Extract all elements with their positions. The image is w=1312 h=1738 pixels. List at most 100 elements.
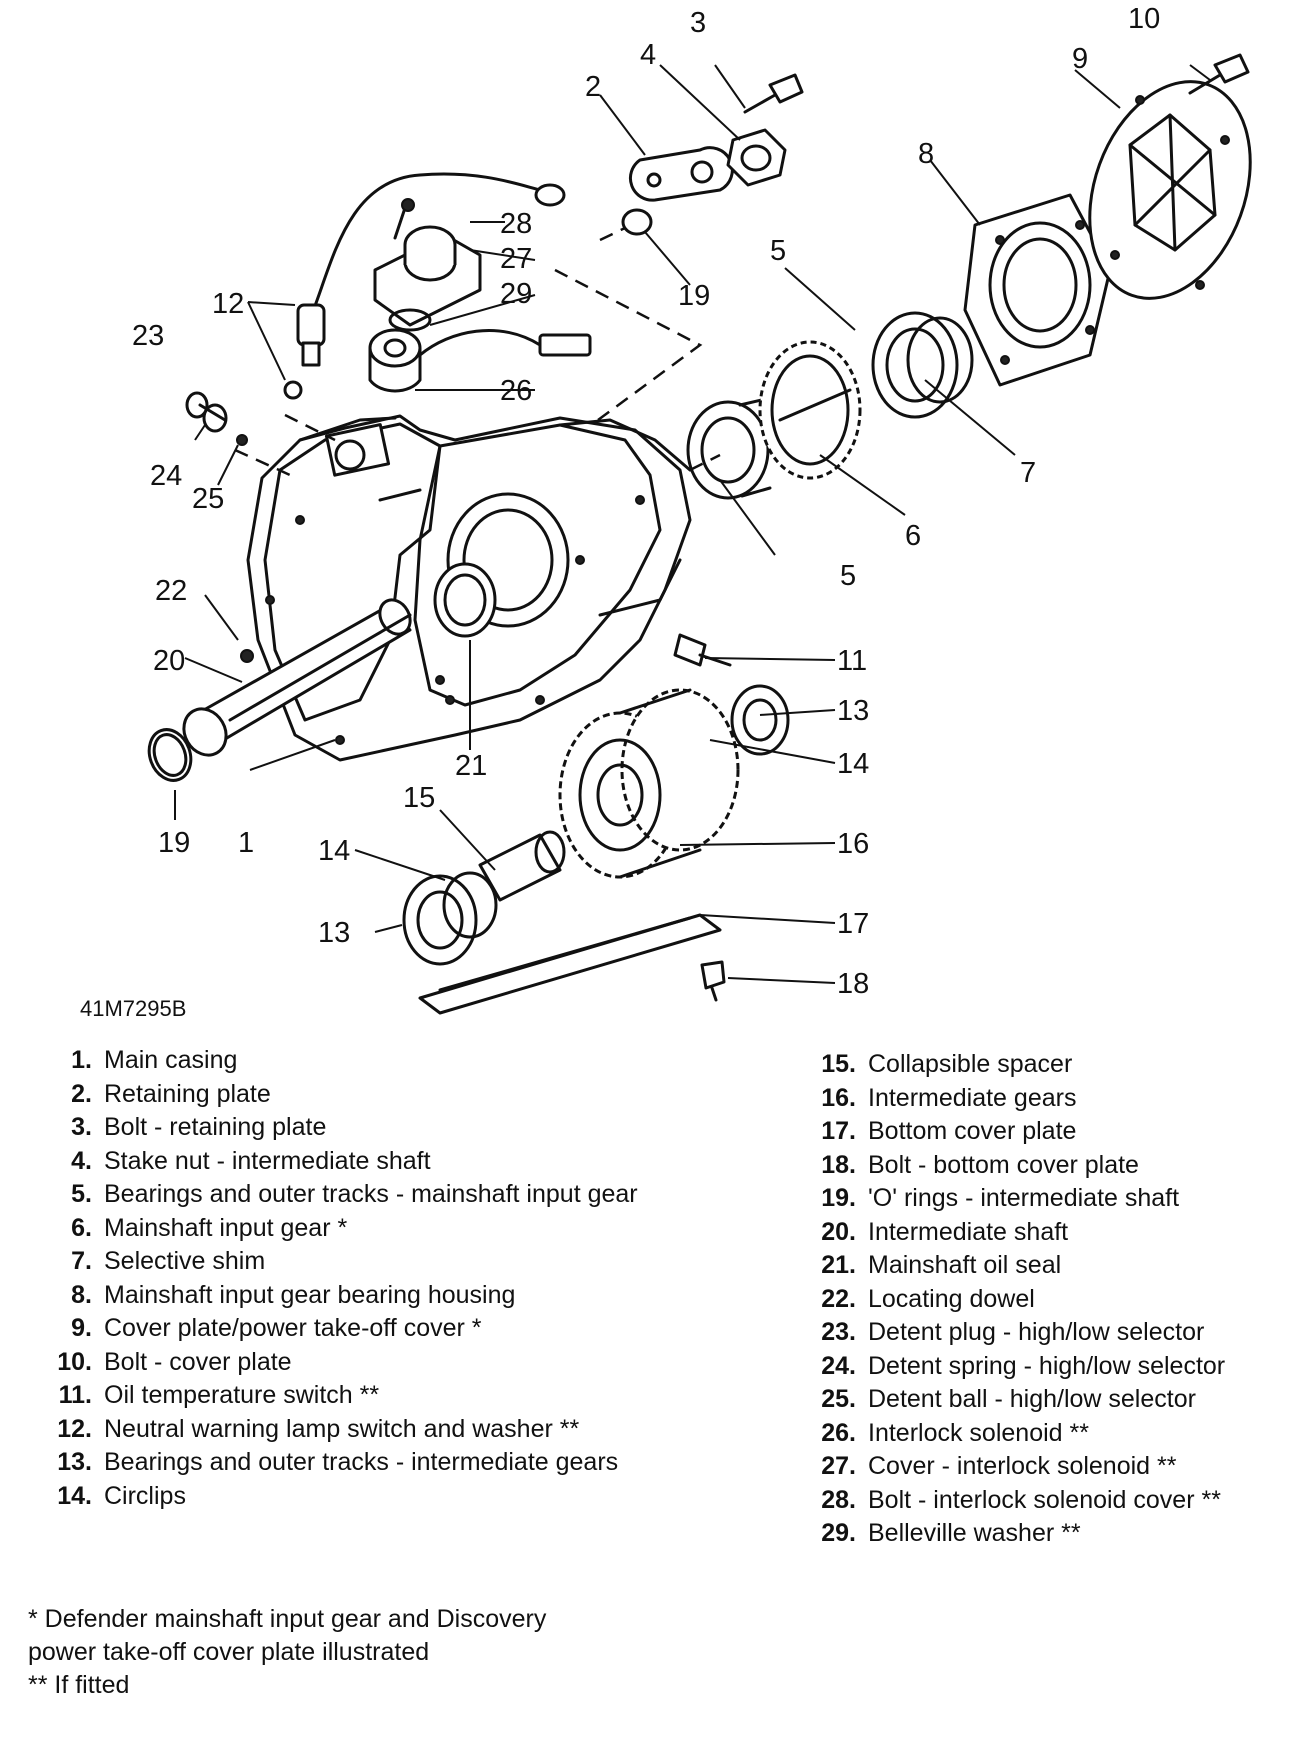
callout-13-right: 13 xyxy=(837,695,869,727)
callout-22: 22 xyxy=(155,575,187,607)
legend-text: Neutral warning lamp switch and washer *… xyxy=(104,1414,580,1443)
legend-item: 11.Oil temperature switch ** xyxy=(40,1379,664,1413)
legend-number: 16. xyxy=(821,1083,856,1112)
legend-text: Bolt - interlock solenoid cover ** xyxy=(868,1485,1221,1514)
intermediate-bearing-rear-drawing xyxy=(730,684,790,756)
parts-legend-right: 15.Collapsible spacer 16. Intermediate ge… xyxy=(800,1048,1225,1551)
legend-text: Interlock solenoid ** xyxy=(868,1418,1089,1447)
legend-text: Locating dowel xyxy=(868,1284,1035,1313)
callout-29: 29 xyxy=(500,278,532,310)
legend-number: 10. xyxy=(57,1347,92,1376)
cover-plate-bolt-drawing xyxy=(1188,53,1250,95)
legend-number: 28. xyxy=(821,1485,856,1514)
legend-item: 15.Collapsible spacer xyxy=(800,1048,1225,1082)
legend-text: Retaining plate xyxy=(104,1079,271,1108)
legend-number: 19. xyxy=(821,1184,856,1212)
legend-text: Detent plug - high/low selector xyxy=(868,1318,1205,1346)
legend-number: 18. xyxy=(821,1150,856,1179)
intermediate-bearing-front-drawing xyxy=(402,871,498,966)
callout-14-left: 14 xyxy=(318,835,350,867)
callout-18: 18 xyxy=(837,968,869,1000)
legend-item: 1.Main casing xyxy=(40,1044,664,1078)
legend-item: 10.Bolt - cover plate xyxy=(40,1346,664,1380)
legend-item: 27.Cover - interlock solenoid ** xyxy=(800,1450,1225,1484)
legend-item: 9.Cover plate/power take-off cover * xyxy=(40,1312,664,1346)
legend-item: 3. Bolt - retaining plate xyxy=(40,1111,664,1145)
o-ring-left-drawing xyxy=(147,728,193,782)
legend-number: 20. xyxy=(821,1217,856,1246)
legend-number: 15. xyxy=(821,1050,856,1078)
legend-text: Mainshaft input gear bearing housing xyxy=(104,1280,516,1309)
legend-text: Bottom cover plate xyxy=(868,1117,1077,1145)
mainshaft-bearing-front-drawing xyxy=(686,396,772,500)
callout-3: 3 xyxy=(690,7,706,39)
legend-text: Oil temperature switch ** xyxy=(104,1381,380,1409)
intermediate-shaft-drawing xyxy=(182,598,412,757)
legend-text: Mainshaft input gear * xyxy=(104,1213,348,1242)
footnote-line: power take-off cover plate illustrated xyxy=(28,1638,430,1666)
callout-17: 17 xyxy=(837,908,869,940)
callout-23: 23 xyxy=(132,320,164,352)
oil-temperature-switch-drawing xyxy=(673,633,732,667)
legend-number: 26. xyxy=(821,1418,856,1447)
legend-number: 27. xyxy=(821,1452,856,1480)
legend-text: Mainshaft oil seal xyxy=(868,1251,1062,1279)
legend-item: 4. Stake nut - intermediate shaft xyxy=(40,1145,664,1179)
legend-text: Detent spring - high/low selector xyxy=(868,1351,1226,1380)
legend-number: 22. xyxy=(821,1284,856,1313)
legend-number: 4. xyxy=(71,1146,92,1175)
legend-item: 17. Bottom cover plate xyxy=(800,1115,1225,1149)
legend-item: 13.Bearings and outer tracks - intermedi… xyxy=(40,1446,664,1480)
legend-number: 17. xyxy=(821,1117,856,1145)
callout-4: 4 xyxy=(640,39,656,71)
callout-13-left: 13 xyxy=(318,917,350,949)
legend-text: Stake nut - intermediate shaft xyxy=(104,1146,431,1175)
legend-text: Intermediate gears xyxy=(868,1083,1077,1112)
legend-number: 5. xyxy=(71,1180,92,1208)
o-ring-top-drawing xyxy=(621,208,653,236)
exploded-view-diagram: 1 2 3 4 5 5 6 7 8 9 10 11 12 13 13 14 14… xyxy=(80,3,1252,1021)
callout-6: 6 xyxy=(905,520,921,552)
callout-7: 7 xyxy=(1020,457,1036,489)
callout-11: 11 xyxy=(837,645,867,677)
legend-text: Intermediate shaft xyxy=(868,1217,1069,1246)
legend-text: Detent ball - high/low selector xyxy=(868,1385,1196,1413)
callout-28: 28 xyxy=(500,208,532,240)
legend-item: 12. Neutral warning lamp switch and washe… xyxy=(40,1413,664,1447)
legend-item: 22. Locating dowel xyxy=(800,1283,1225,1317)
legend-item: 6. Mainshaft input gear * xyxy=(40,1212,664,1246)
cover-plate-drawing xyxy=(1088,80,1252,300)
callout-2: 2 xyxy=(585,71,601,103)
mainshaft-oil-seal-drawing xyxy=(433,562,497,638)
legend-number: 6. xyxy=(71,1213,92,1242)
locating-dowel-drawing xyxy=(240,649,254,663)
callout-9: 9 xyxy=(1072,43,1088,75)
stake-nut-drawing xyxy=(726,128,787,187)
legend-item: 18.Bolt - bottom cover plate xyxy=(800,1149,1225,1183)
legend-number: 3. xyxy=(71,1113,92,1141)
callout-21: 21 xyxy=(455,750,487,782)
intermediate-gears-drawing xyxy=(558,688,740,879)
assembly-lines xyxy=(234,226,721,477)
callouts: 1 2 3 4 5 5 6 7 8 9 10 11 12 13 13 14 14… xyxy=(80,3,1160,1021)
footnote-line: * Defender mainshaft input gear and Disc… xyxy=(28,1605,547,1633)
legend-number: 2. xyxy=(71,1079,92,1108)
legend-item: 26. Interlock solenoid ** xyxy=(800,1417,1225,1451)
legend-item: 5.Bearings and outer tracks - mainshaft … xyxy=(40,1178,664,1212)
legend-item: 25.Detent ball - high/low selector xyxy=(800,1383,1225,1417)
callout-5-top: 5 xyxy=(770,235,786,267)
legend-item: 2. Retaining plate xyxy=(40,1078,664,1112)
legend-number: 21. xyxy=(821,1251,856,1279)
mainshaft-bearing-rear-drawing xyxy=(871,311,959,419)
legend-text: Bolt - retaining plate xyxy=(104,1113,327,1141)
legend-number: 8. xyxy=(71,1280,92,1309)
callout-19-left: 19 xyxy=(158,827,190,859)
leader-lines xyxy=(174,64,1211,984)
legend-item: 23.Detent plug - high/low selector xyxy=(800,1316,1225,1350)
legend-item: 29.Belleville washer ** xyxy=(800,1517,1225,1551)
footnote-line: ** If fitted xyxy=(28,1671,130,1699)
callout-15: 15 xyxy=(403,782,435,814)
legend-number: 12. xyxy=(57,1414,92,1443)
legend-number: 7. xyxy=(71,1247,92,1275)
figure-reference: 41M7295B xyxy=(80,996,186,1021)
